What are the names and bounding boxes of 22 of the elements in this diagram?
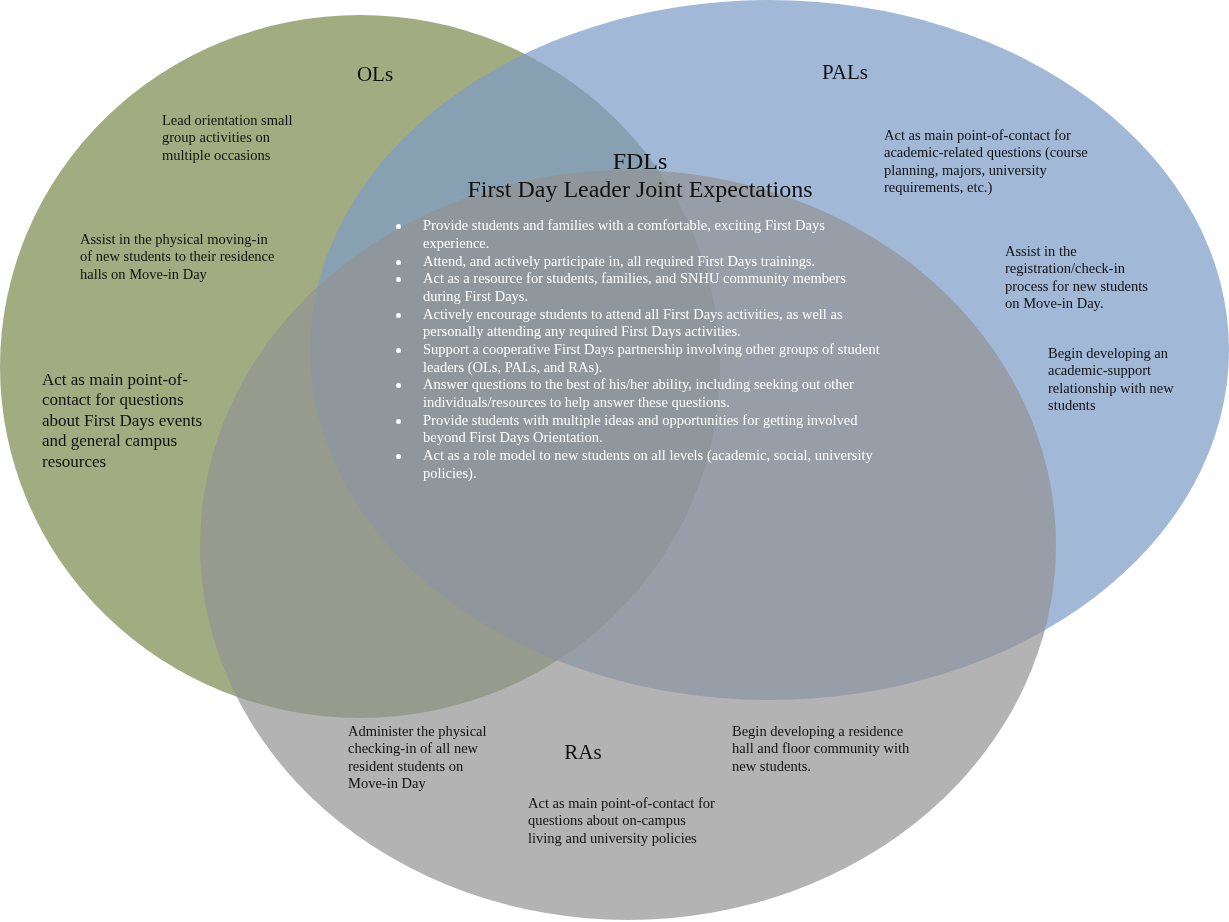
role-description: Act as main point-of-contact for questions about First Days events and general campus resources [42, 370, 204, 472]
role-description: Act as main point-of-contact for questions about on-campus living and university policies [528, 795, 716, 848]
bullet-item: Answer questions to the best of his/her ability, including seeking out other individuals/resources to help answer these questions. [423, 376, 885, 412]
role-description: Lead orientation small group activities on multiple occasions [162, 112, 294, 165]
bullet-item: Act as a role model to new students on all levels (academic, social, university policies). [423, 447, 885, 483]
role-description: Administer the physical checking-in of all new resident students on Move-in Day [348, 723, 488, 793]
bullet-item: Provide students and families with a comfortable, exciting First Days experience. [423, 217, 885, 253]
bullet-item: Actively encourage students to attend all First Days activities, as well as personally attending any required First Days activities. [423, 305, 885, 341]
role-description: Act as main point-of-contact for academic-related questions (course planning, majors, university requirements, etc.) [884, 127, 1089, 197]
group-heading: PALs [821, 60, 869, 86]
group-heading: RAs [563, 740, 603, 766]
bullet-item: Support a cooperative First Days partnership involving other groups of student leaders (OLs, PALs, and RAs). [423, 341, 885, 377]
section-heading: First Day Leader Joint Expectations [466, 175, 814, 204]
bullet-item: Act as a resource for students, families, and SNHU community members during First Days. [423, 270, 885, 306]
role-description: Begin developing a residence hall and floor community with new students. [732, 723, 911, 776]
role-description: Assist in the registration/check-in process for new students on Move-in Day. [1005, 243, 1149, 313]
group-heading: OLs [355, 62, 395, 88]
section-heading: FDLs [611, 148, 669, 176]
role-description: Assist in the physical moving-in of new students to their residence halls on Move-in Day [80, 231, 276, 284]
bullet-item: Attend, and actively participate in, all required First Days trainings. [423, 252, 885, 271]
role-description: Begin developing an academic-support relationship with new students [1048, 345, 1175, 415]
bullet-item: Provide students with multiple ideas and opportunities for getting involved beyond First Days Orientation. [423, 411, 885, 448]
